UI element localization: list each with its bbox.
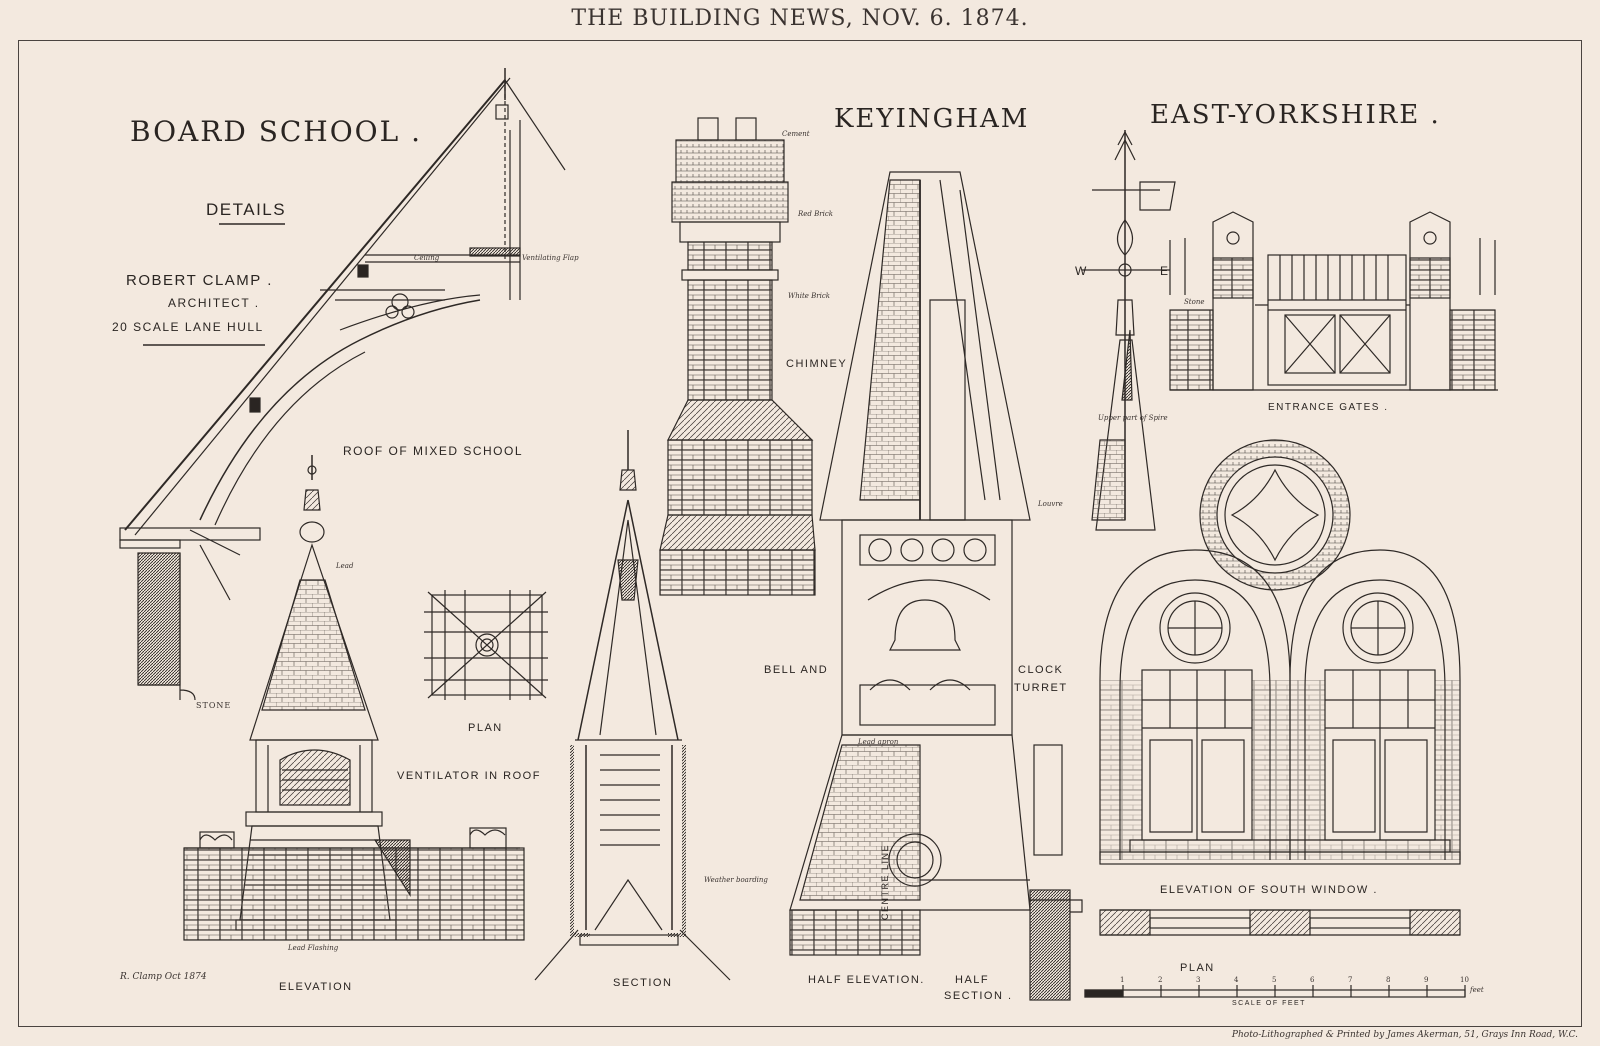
scale-tick: 9 — [1424, 976, 1429, 984]
ventilator-in-roof-label: VENTILATOR IN ROOF — [397, 770, 541, 782]
compass-west: W — [1075, 264, 1088, 278]
note-upper-spire: Upper part of Spire — [1098, 414, 1168, 422]
drawing-frame — [18, 40, 1582, 1027]
note-red-brick: Red Brick — [798, 210, 834, 218]
signature: R. Clamp Oct 1874 — [120, 972, 207, 982]
printer-imprint: Photo-Lithographed & Printed by James Ak… — [1231, 1030, 1578, 1040]
entrance-gates-label: ENTRANCE GATES . — [1268, 402, 1389, 413]
chimney-label: CHIMNEY — [786, 358, 848, 370]
ventilator-elevation-drawing — [183, 455, 525, 941]
scale-tick: 5 — [1272, 976, 1277, 984]
window-plan-drawing — [1099, 909, 1461, 936]
ventilator-section-drawing — [534, 430, 731, 981]
bell-and-label: BELL AND — [764, 664, 829, 676]
note-cement: Cement — [782, 130, 810, 138]
ventilator-plan-drawing — [424, 590, 548, 700]
note-lead: Lead — [336, 562, 354, 570]
south-window-drawing — [1099, 439, 1461, 865]
turret-label: TURRET — [1014, 682, 1068, 694]
page-header: THE BUILDING NEWS, NOV. 6. 1874. — [571, 6, 1029, 31]
scale-tick: 8 — [1386, 976, 1391, 984]
half-label: HALF — [955, 974, 990, 986]
note-lead-apron: Lead apron — [858, 738, 899, 746]
half-elevation-label: HALF ELEVATION. — [808, 974, 925, 986]
note-ceiling: Ceiling — [414, 254, 440, 262]
entrance-gates-drawing — [1169, 211, 1498, 391]
roof-truss-drawing — [119, 68, 566, 701]
architect-role: ARCHITECT . — [168, 296, 260, 310]
plan-window-label: PLAN — [1180, 962, 1215, 974]
compass-east: E — [1160, 264, 1170, 278]
keyingham-title: KEYINGHAM — [834, 104, 1030, 134]
architect-name: ROBERT CLAMP . — [126, 272, 273, 289]
bell-turret-drawing — [789, 171, 1083, 1001]
clock-label: CLOCK — [1018, 664, 1064, 676]
note-ventilating-flap: Ventilating Flap — [522, 254, 579, 262]
weather-vane-drawing — [1082, 130, 1176, 531]
south-window-label: ELEVATION OF SOUTH WINDOW . — [1160, 884, 1378, 896]
scale-tick: 3 — [1196, 976, 1201, 984]
scale-tick: 2 — [1158, 976, 1163, 984]
elevation-label: ELEVATION — [279, 981, 353, 993]
plan-ventilator-label: PLAN — [468, 722, 503, 734]
roof-mixed-school-label: ROOF OF MIXED SCHOOL — [343, 444, 524, 458]
scale-bar — [1084, 985, 1466, 998]
scale-unit: feet — [1470, 986, 1484, 994]
note-weather-boarding: Weather boarding — [704, 876, 768, 884]
scale-tick: 6 — [1310, 976, 1315, 984]
architect-address: 20 SCALE LANE HULL — [112, 320, 264, 334]
note-white-brick: White Brick — [788, 292, 831, 300]
scale-tick: 4 — [1234, 976, 1239, 984]
scale-tick: 10 — [1460, 976, 1469, 984]
details-heading: DETAILS — [206, 200, 287, 219]
scale-of-feet-label: SCALE OF FEET — [1232, 1000, 1306, 1007]
section-label: SECTION — [613, 977, 673, 989]
board-school-title: BOARD SCHOOL . — [130, 115, 423, 148]
centre-line-label: CENTRE LINE — [880, 843, 890, 920]
chimney-drawing — [659, 117, 816, 596]
note-stone-gate: Stone — [1184, 298, 1205, 306]
scale-tick: 7 — [1348, 976, 1353, 984]
east-yorkshire-title: EAST-YORKSHIRE . — [1150, 100, 1441, 130]
section-half-label: SECTION . — [944, 990, 1013, 1002]
note-louvre: Louvre — [1038, 500, 1063, 508]
note-lead-flashing: Lead Flashing — [288, 944, 339, 952]
scale-tick: 1 — [1120, 976, 1125, 984]
note-stone: STONE — [196, 701, 232, 710]
